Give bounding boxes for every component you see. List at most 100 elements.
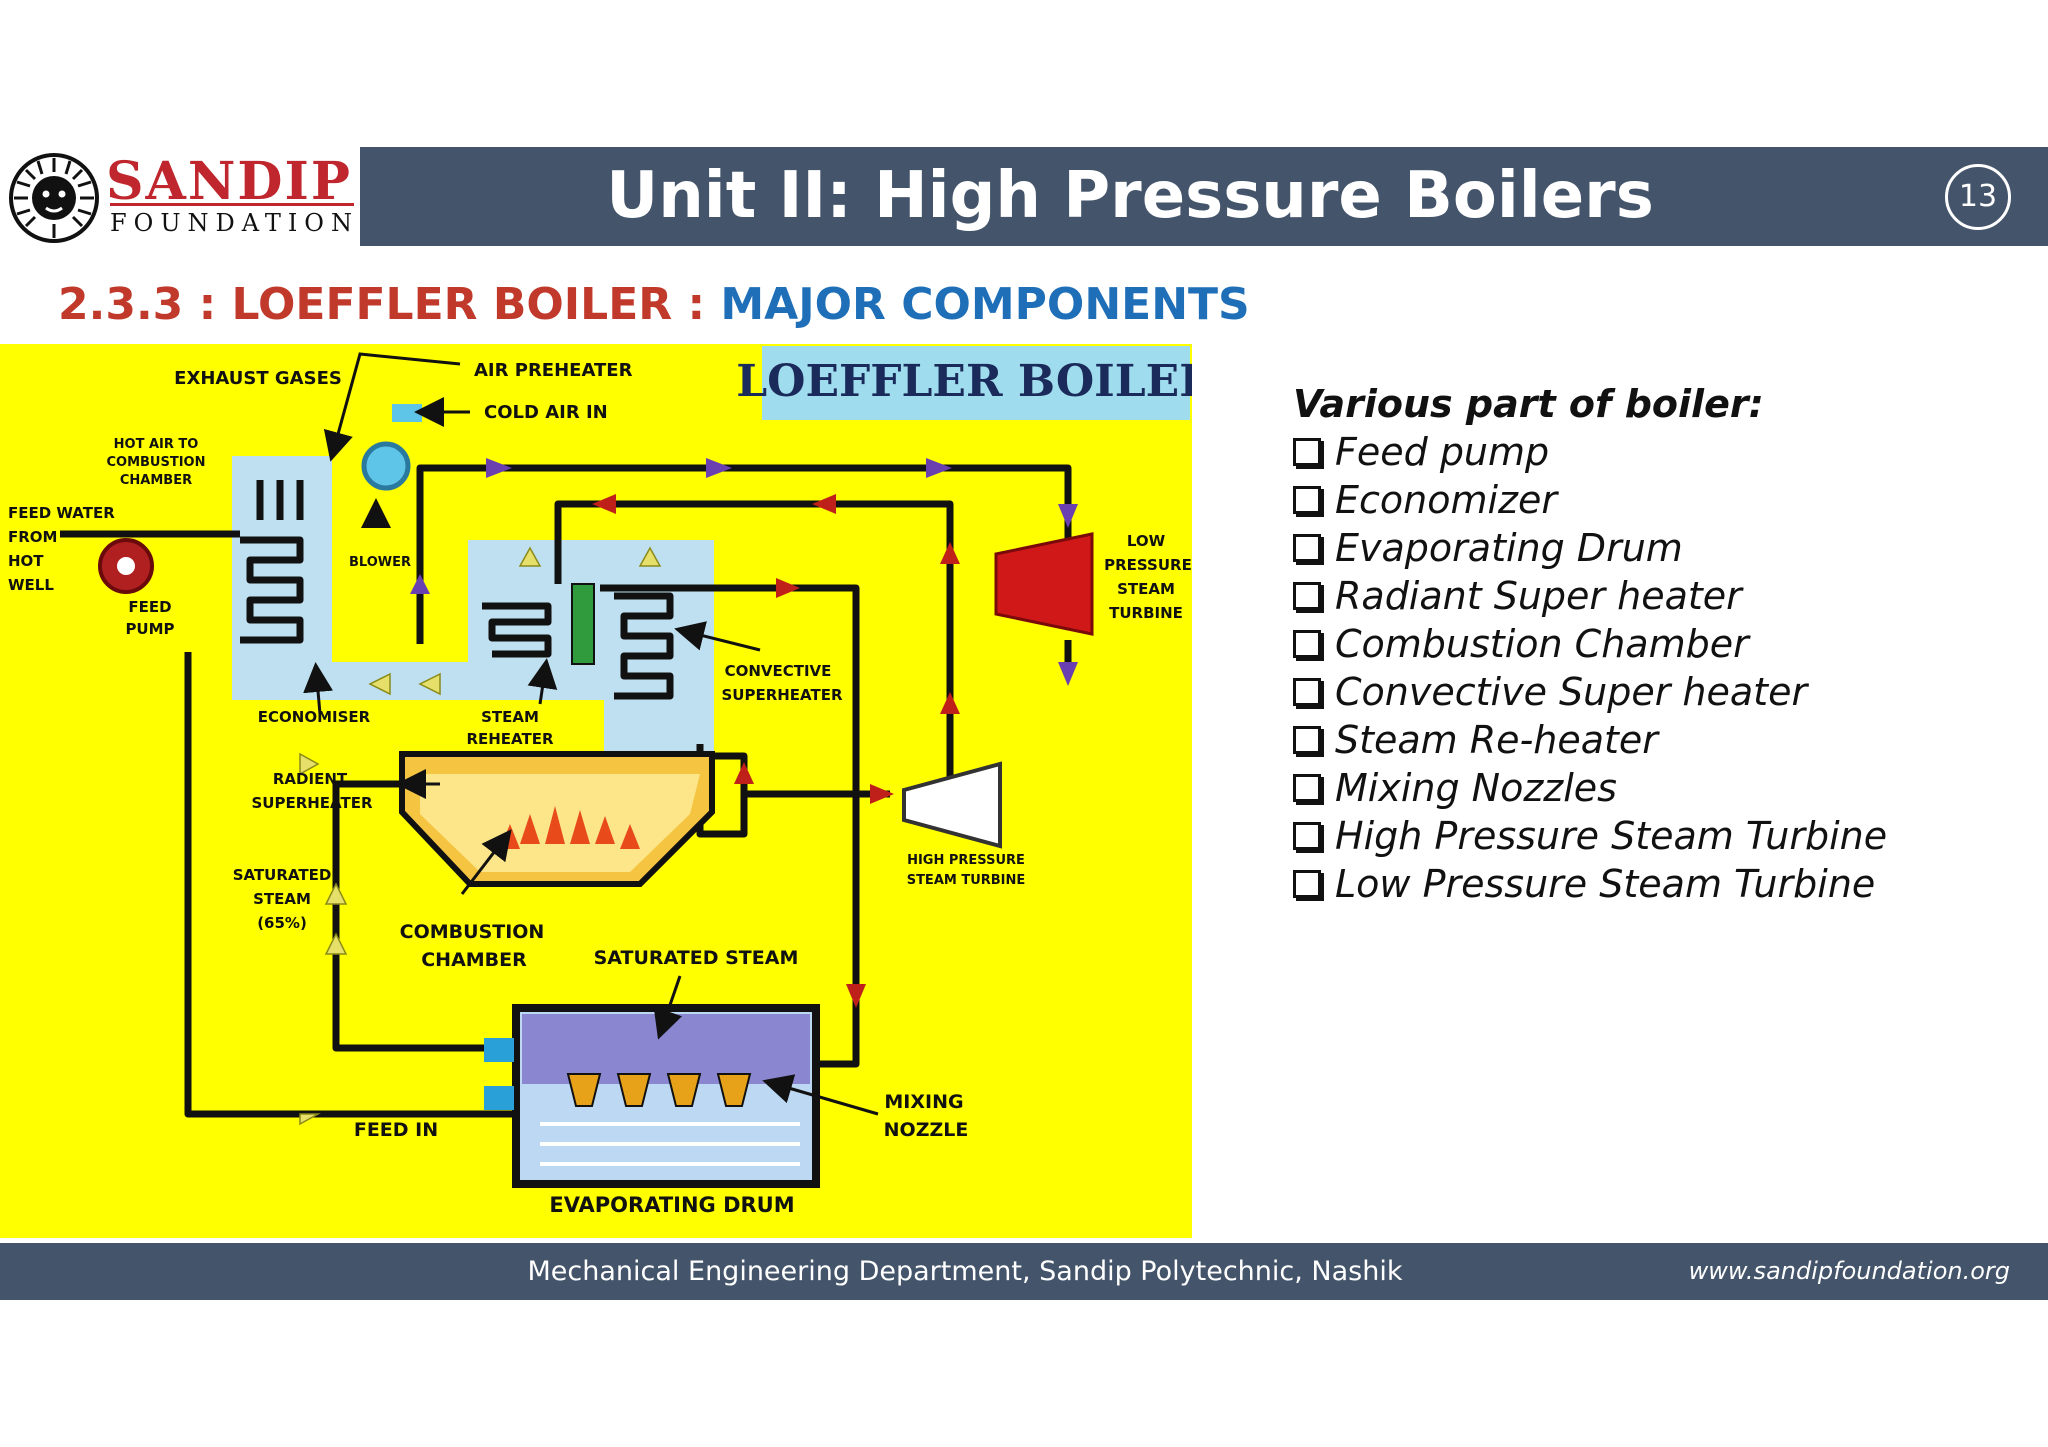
label-feed-pump-2: PUMP [125,620,174,638]
label-hot-air-2: COMBUSTION [107,455,206,470]
label-mixing-2: NOZZLE [884,1119,969,1141]
label-hot-air-3: CHAMBER [120,473,192,488]
label-radient-2: SUPERHEATER [251,794,372,812]
slide-title: Unit II: High Pressure Boilers [606,159,1654,233]
parts-list-item-label: Convective Super heater [1335,670,1808,714]
parts-list-item: High Pressure Steam Turbine [1293,812,1887,860]
label-lp-turbine-2: PRESSURE [1104,556,1192,574]
label-air-preheater: AIR PREHEATER [474,360,633,381]
mixing-nozzles [566,1073,752,1107]
radiant-supply-pipe [332,780,402,864]
drum-water-lines [540,1122,800,1166]
label-blower: BLOWER [349,555,411,570]
parts-list-item: Steam Re-heater [1293,716,1887,764]
parts-list-item-label: Low Pressure Steam Turbine [1335,862,1876,906]
section-heading: 2.3.3 : LOEFFLER BOILER : MAJOR COMPONEN… [58,270,1250,340]
flow-arrows-purple [410,458,1078,686]
loeffler-boiler-diagram: LOEFFLER BOILER [0,344,1192,1238]
hp-turbine-icon [902,761,1002,849]
footer-department: Mechanical Engineering Department, Sandi… [527,1256,1403,1287]
convective-to-drum-pipe [600,584,860,1068]
label-lp-turbine-1: LOW [1127,532,1166,550]
parts-list-item-label: Evaporating Drum [1335,526,1683,570]
label-feed-water-3: HOT [8,552,44,570]
label-feed-water-1: FEED WATER [8,504,115,522]
checkbox-bullet-icon [1293,870,1321,898]
parts-list-item: Mixing Nozzles [1293,764,1887,812]
drum-outlet-port [484,1038,514,1062]
feed-in-pipe [184,652,516,1118]
checkbox-bullet-icon [1293,822,1321,850]
parts-list-item: Economizer [1293,476,1887,524]
saturated-steam-pipe [332,864,516,1052]
label-feed-in: FEED IN [354,1119,438,1141]
label-convective-1: CONVECTIVE [725,662,832,680]
label-saturated-1: SATURATED [233,866,332,884]
label-feed-water-2: FROM [8,528,57,546]
checkbox-bullet-icon [1293,438,1321,466]
lp-turbine-icon [994,532,1094,636]
parts-list-item-label: Economizer [1335,478,1558,522]
economiser-coil [240,536,304,644]
parts-list-item-label: Radiant Super heater [1335,574,1742,618]
label-feed-pump-1: FEED [128,598,171,616]
drum-steam-space [522,1014,810,1084]
parts-list-item-label: High Pressure Steam Turbine [1335,814,1888,858]
parts-list-item: Radiant Super heater [1293,572,1887,620]
checkbox-bullet-icon [1293,486,1321,514]
label-radient-1: RADIENT [273,770,348,788]
banner-title: LOEFFLER BOILER [736,356,1192,407]
label-saturated-3: (65%) [257,914,307,932]
label-steam-reheater-1: STEAM [481,708,539,726]
label-evaporating-drum: EVAPORATING DRUM [549,1193,794,1217]
parts-list-item: Convective Super heater [1293,668,1887,716]
section-number: 2.3.3 : LOEFFLER BOILER : [58,279,721,330]
parts-list-item: Feed pump [1293,428,1887,476]
parts-list-item: Low Pressure Steam Turbine [1293,860,1887,908]
label-hp-turbine-2: STEAM TURBINE [907,873,1026,888]
parts-list-item-label: Feed pump [1335,430,1550,474]
label-lp-turbine-3: STEAM [1117,580,1175,598]
logo-subtitle: FOUNDATION [110,209,359,237]
footer-bar [0,1243,2048,1300]
parts-list-item: Combustion Chamber [1293,620,1887,668]
flow-arrows-yellow [299,546,662,1126]
preheater-tubes [256,480,304,520]
label-saturated-steam: SATURATED STEAM [594,947,799,969]
page-number: 13 [1945,164,2011,230]
footer-website-link[interactable]: www.sandipfoundation.org [1688,1257,2010,1285]
section-topic: MAJOR COMPONENTS [720,279,1250,330]
logo-name: SANDIP [106,151,352,212]
label-saturated-2: STEAM [253,890,311,908]
lion-emblem-icon [9,153,99,243]
checkbox-bullet-icon [1293,774,1321,802]
label-cold-air-in: COLD AIR IN [484,402,608,423]
boiler-shell [232,456,714,756]
flow-arrows-red [592,494,960,1008]
parts-list-item-label: Steam Re-heater [1335,718,1658,762]
checkbox-bullet-icon [1293,678,1321,706]
label-steam-reheater-2: REHEATER [466,730,554,748]
superheater-header [571,583,595,665]
label-hot-air-1: HOT AIR TO [114,437,199,452]
reheater-coil [482,602,552,658]
banner-box [762,346,1190,420]
blower-icon [361,441,411,491]
label-combustion-2: CHAMBER [421,949,527,971]
label-convective-2: SUPERHEATER [721,686,842,704]
hp-exhaust-pipe [554,500,954,804]
parts-list-item-label: Combustion Chamber [1335,622,1749,666]
parts-list-item-label: Mixing Nozzles [1335,766,1617,810]
label-leaders [303,352,879,1116]
label-hp-turbine-1: HIGH PRESSURE [907,853,1025,868]
checkbox-bullet-icon [1293,726,1321,754]
parts-list-item: Evaporating Drum [1293,524,1887,572]
checkbox-bullet-icon [1293,534,1321,562]
label-feed-water-4: WELL [8,576,54,594]
parts-list-title: Various part of boiler: [1293,382,1764,426]
label-lp-turbine-4: TURBINE [1109,604,1183,622]
label-economiser: ECONOMISER [258,708,371,726]
label-mixing-1: MIXING [884,1091,963,1113]
